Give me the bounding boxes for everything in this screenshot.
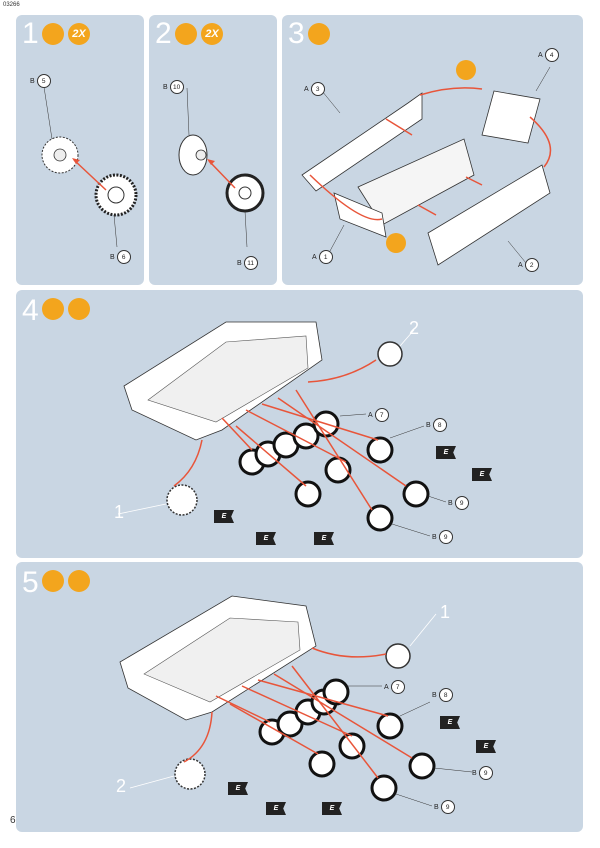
decal-flag: E: [228, 782, 248, 795]
decal-flag: E: [440, 716, 460, 729]
step-5-drawing: [119, 595, 473, 807]
decal-flag: E: [214, 510, 234, 523]
glue-brush-icon: [42, 298, 64, 320]
step-number: 5: [22, 566, 39, 599]
step-number: 1: [22, 17, 39, 50]
reference-step-number: 1: [440, 602, 451, 622]
decal-flag: E: [256, 532, 276, 545]
product-code: 03266: [3, 2, 20, 8]
paint-brush-icon: [68, 570, 90, 592]
glue-brush-icon: [308, 23, 330, 45]
masking-tape-icon: [456, 60, 476, 80]
decal-flag: E: [472, 468, 492, 481]
glue-brush-icon: [42, 23, 64, 45]
reference-step-number: 1: [114, 502, 125, 522]
decal-flag: E: [266, 802, 286, 815]
step-1-drawing: [41, 86, 138, 248]
glue-brush-icon: [42, 570, 64, 592]
multiplier-badge: 2X: [68, 23, 90, 45]
step-number: 4: [22, 294, 39, 327]
decal-flag: E: [436, 446, 456, 459]
step-number: 3: [288, 17, 305, 50]
step-number: 2: [155, 17, 172, 50]
multiplier-badge: 2X: [201, 23, 223, 45]
reference-step-number: 2: [116, 776, 127, 796]
step-4-drawing: [117, 321, 447, 537]
decal-flag: E: [314, 532, 334, 545]
reference-step-number: 2: [409, 318, 420, 338]
paint-brush-icon: [68, 298, 90, 320]
step-2-drawing: [178, 87, 265, 248]
glue-brush-icon: [175, 23, 197, 45]
page-number: 6: [10, 815, 16, 826]
step-3-drawing: [301, 66, 552, 266]
decal-flag: E: [322, 802, 342, 815]
decal-flag: E: [476, 740, 496, 753]
masking-tape-icon: [386, 233, 406, 253]
